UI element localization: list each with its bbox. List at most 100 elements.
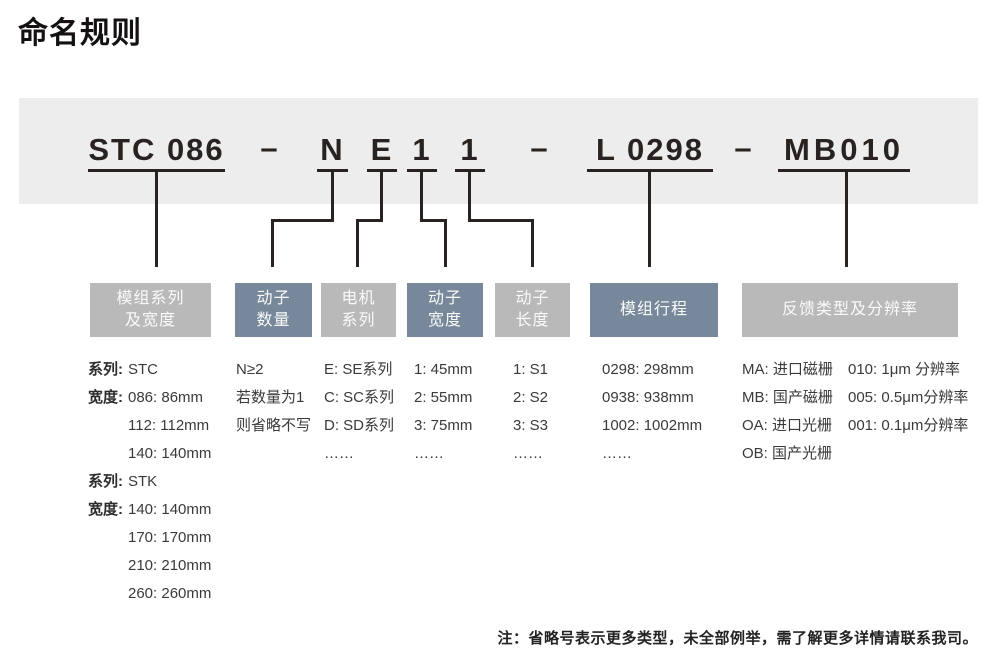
note-text: 注：省略号表示更多类型，未全部例举，需了解更多详情请联系我司。: [497, 630, 978, 647]
label-box-line: 模组行程: [619, 301, 688, 318]
code-segment-mover-width: 1: [407, 130, 437, 172]
spec-line: D: SD系列: [324, 417, 395, 434]
code-dash-3: –: [734, 130, 752, 165]
spec-line: 2: 55mm: [414, 389, 473, 406]
ellipsis-text: ……: [324, 445, 354, 462]
resolution-item: 010: 1μm 分辨率: [848, 361, 961, 378]
label-box-line: 电机: [341, 290, 376, 307]
spec-line: E: SE系列: [324, 361, 393, 378]
spec-column-mover-length: 1: S1 2: S2 3: S3 ……: [513, 356, 548, 468]
label-box-module-stroke: 模组行程: [590, 283, 718, 337]
code-segment-motor-series: E: [367, 130, 397, 172]
code-dash-2: –: [530, 130, 548, 165]
spec-line: 若数量为1: [236, 389, 305, 406]
spec-row: OB: 国产光栅: [742, 440, 968, 468]
label-box-line: 动子: [427, 290, 462, 307]
label-box-mover-count: 动子数量: [235, 283, 312, 337]
connector-line-stroke: [648, 172, 651, 267]
spec-line: 0298: 298mm: [602, 361, 694, 378]
feedback-type-item: MA: 进口磁栅: [742, 361, 833, 378]
connector-line-e-elbow: [356, 219, 383, 222]
spec-row-value: 170: 170mm: [128, 529, 212, 546]
spec-row-value: 112: 112mm: [128, 417, 210, 434]
label-box-line: 宽度: [427, 312, 462, 329]
spec-line: 3: S3: [513, 417, 549, 434]
spec-column-feedback: MA: 进口磁栅 010: 1μm 分辨率 MB: 国产磁栅 005: 0.5μm分…: [742, 356, 968, 468]
label-box-module-series-width: 模组系列及宽度: [90, 283, 211, 337]
spec-row-label: 系列:: [88, 361, 123, 378]
label-box-line: 系列: [341, 312, 376, 329]
spec-row: 112: 112mm: [88, 412, 211, 440]
spec-line: 1: S1: [513, 361, 549, 378]
spec-row: MB: 国产磁栅 005: 0.5μm分辨率: [742, 384, 968, 412]
spec-line: N≥2: [236, 361, 264, 378]
spec-row-label: 宽度:: [88, 501, 123, 518]
spec-column-mover-width: 1: 45mm 2: 55mm 3: 75mm ……: [414, 356, 472, 468]
spec-row-value: 140: 140mm: [128, 445, 212, 462]
connector-line-feedback: [845, 172, 848, 267]
page-title: 命名规则: [18, 17, 142, 50]
spec-line: 1: 45mm: [414, 361, 473, 378]
spec-row: OA: 进口光栅 001: 0.1μm分辨率: [742, 412, 968, 440]
spec-row: 140: 140mm: [88, 440, 211, 468]
label-box-line: 动子: [515, 290, 550, 307]
connector-line-n-drop: [331, 172, 334, 222]
resolution-item: 005: 0.5μm分辨率: [848, 389, 969, 406]
spec-row-value: 140: 140mm: [128, 501, 212, 518]
spec-line: 1002: 1002mm: [602, 417, 703, 434]
code-segment-series-width: STC 086: [88, 130, 225, 172]
connector-line-l-down: [531, 219, 534, 267]
spec-column-module-stroke: 0298: 298mm 0938: 938mm 1002: 1002mm ……: [602, 356, 702, 468]
label-box-line: 模组系列: [116, 290, 185, 307]
label-box-feedback-type: 反馈类型及分辨率: [742, 283, 958, 337]
label-box-mover-length: 动子长度: [495, 283, 570, 337]
label-box-motor-series: 电机系列: [321, 283, 396, 337]
spec-row: 210: 210mm: [88, 552, 211, 580]
spec-row: 系列: STC: [88, 356, 211, 384]
code-band: [19, 98, 978, 204]
spec-line: 3: 75mm: [414, 417, 473, 434]
feedback-type-item: OA: 进口光栅: [742, 417, 833, 434]
connector-line-e-down: [356, 219, 359, 267]
label-box-line: 反馈类型及分辨率: [781, 301, 918, 318]
spec-row-value: STK: [128, 473, 158, 490]
label-box-line: 长度: [515, 312, 550, 329]
code-dash-1: –: [260, 130, 278, 165]
spec-row: 宽度: 086: 86mm: [88, 384, 211, 412]
spec-row-value: 210: 210mm: [128, 557, 212, 574]
label-box-line: 及宽度: [124, 312, 176, 329]
spec-row: 170: 170mm: [88, 524, 211, 552]
spec-row: 系列: STK: [88, 468, 211, 496]
spec-row: 宽度: 140: 140mm: [88, 496, 211, 524]
connector-line-w-drop: [420, 172, 423, 222]
ellipsis-text: ……: [513, 445, 543, 462]
connector-line-w-down: [444, 219, 447, 267]
resolution-item: 001: 0.1μm分辨率: [848, 417, 969, 434]
connector-line-n-down: [271, 219, 274, 267]
feedback-type-item: OB: 国产光栅: [742, 445, 833, 462]
spec-row: 260: 260mm: [88, 580, 211, 608]
ellipsis-text: ……: [414, 445, 444, 462]
spec-row-value: STC: [128, 361, 158, 378]
spec-row-value: 260: 260mm: [128, 585, 212, 602]
code-segment-feedback: MB010: [778, 130, 910, 172]
spec-row-label: 宽度:: [88, 389, 123, 406]
spec-row: MA: 进口磁栅 010: 1μm 分辨率: [742, 356, 968, 384]
code-segment-mover-count: N: [317, 130, 348, 172]
spec-row-label: 系列:: [88, 473, 123, 490]
ellipsis-text: ……: [602, 445, 632, 462]
connector-line-series: [155, 172, 158, 267]
label-box-line: 数量: [256, 312, 291, 329]
feedback-type-item: MB: 国产磁栅: [742, 389, 833, 406]
label-box-mover-width: 动子宽度: [407, 283, 483, 337]
spec-line: 0938: 938mm: [602, 389, 694, 406]
spec-column-mover-count: N≥2 若数量为1 则省略不写: [236, 356, 311, 440]
spec-row-value: 086: 86mm: [128, 389, 204, 406]
spec-line: 2: S2: [513, 389, 549, 406]
spec-column-motor-series: E: SE系列 C: SC系列 D: SD系列 ……: [324, 356, 394, 468]
connector-line-l-elbow: [468, 219, 534, 222]
code-segment-mover-length: 1: [455, 130, 485, 172]
connector-line-w-elbow: [420, 219, 447, 222]
label-box-line: 动子: [256, 290, 291, 307]
